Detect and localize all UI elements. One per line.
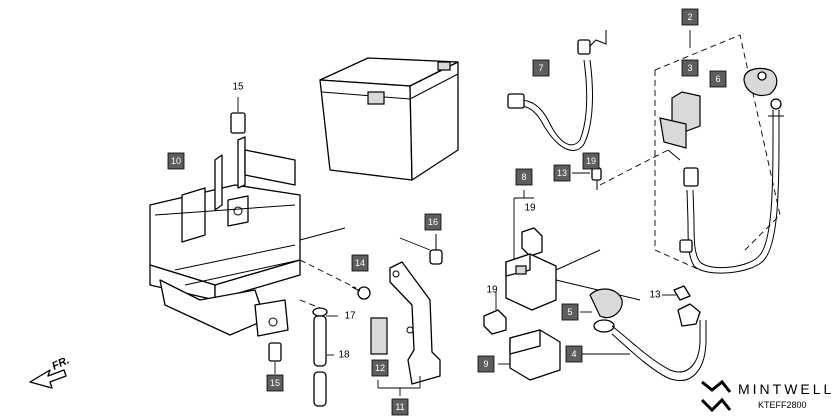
callout-box-shape [167, 152, 185, 170]
callout-box-label: 15 [270, 378, 280, 388]
callout-box-8: 8 [515, 168, 533, 186]
callout-box-label: 9 [483, 359, 488, 369]
front-direction-arrow: FR. [29, 354, 71, 389]
callout-box-shape [477, 355, 495, 373]
callout-box-7: 7 [532, 59, 550, 77]
diagram-code: KTEFF2800 [758, 400, 807, 410]
rubber-pad [370, 317, 388, 355]
callout-box-shape [424, 213, 442, 231]
bracket-11 [389, 261, 441, 385]
callout-box-shape [681, 8, 699, 26]
callout-box-shape [371, 359, 389, 377]
callout-box-19: 19 [582, 152, 600, 170]
callout-box-label: 2 [687, 12, 692, 22]
callout-box-5: 5 [561, 303, 579, 321]
callout-box-label: 13 [557, 168, 567, 178]
bolt-16 [399, 234, 443, 265]
callout-box-2: 2 [681, 8, 699, 26]
callout-number-18: 18 [338, 350, 350, 361]
callout-box-shape [582, 152, 600, 170]
starter-cable [580, 285, 707, 381]
callout-box-9: 9 [477, 355, 495, 373]
callout-box-label: 8 [521, 172, 526, 182]
callout-box-4: 4 [565, 345, 583, 363]
callout-box-label: 12 [375, 363, 385, 373]
callout-box-label: 11 [395, 402, 404, 412]
callout-box-label: 3 [687, 63, 692, 73]
callout-box-13: 13 [553, 164, 571, 182]
negative-cable [507, 30, 607, 151]
front-direction-label: FR. [50, 354, 71, 372]
battery-box [149, 136, 346, 337]
callout-number-13: 13 [649, 290, 661, 301]
callout-number-15: 15 [232, 82, 244, 93]
relay-cover [498, 329, 561, 381]
callout-box-15: 15 [266, 374, 284, 392]
callout-box-10: 10 [167, 152, 185, 170]
callout-box-14: 14 [351, 254, 369, 272]
callout-box-label: 19 [586, 156, 596, 166]
callout-box-shape [561, 303, 579, 321]
callout-number-19: 19 [486, 285, 498, 296]
callout-number-19: 19 [524, 203, 536, 214]
callout-box-shape [709, 70, 727, 88]
callout-box-shape [553, 164, 571, 182]
callout-box-label: 14 [355, 258, 365, 268]
clip-top [230, 112, 246, 134]
callout-box-11: 11 [391, 398, 409, 416]
callout-box-shape [391, 398, 409, 416]
callout-box-label: 4 [571, 349, 576, 359]
vent-tube [299, 299, 338, 407]
callout-box-label: 10 [171, 156, 181, 166]
callout-box-shape [351, 254, 369, 272]
callout-box-label: 6 [715, 74, 720, 84]
clip-bottom [268, 342, 282, 362]
callout-box-shape [266, 374, 284, 392]
callout-box-12: 12 [371, 359, 389, 377]
callout-box-16: 16 [424, 213, 442, 231]
brand-logo: MINTWELL [700, 379, 834, 413]
plain-callouts: 15 19 19 17 18 13 [232, 82, 661, 361]
callout-box-shape [532, 59, 550, 77]
bolt-13-upper [572, 149, 681, 190]
positive-cable [654, 30, 784, 274]
callout-box-6: 6 [709, 70, 727, 88]
callout-box-shape [515, 168, 533, 186]
callout-box-shape [681, 59, 699, 77]
callout-number-17: 17 [344, 311, 356, 322]
callout-box-shape [565, 345, 583, 363]
callout-box-3: 3 [681, 59, 699, 77]
callout-box-label: 7 [538, 63, 543, 73]
boxed-callouts: 2 3 6 7 8 13 19 10 14 16 12 11 15 5 4 9 [167, 8, 727, 416]
brand-name: MINTWELL [738, 381, 834, 397]
starter-relay [483, 190, 641, 335]
bolt-14 [299, 259, 371, 300]
battery [319, 57, 459, 181]
callout-box-label: 5 [567, 307, 572, 317]
callout-box-label: 16 [428, 217, 438, 227]
